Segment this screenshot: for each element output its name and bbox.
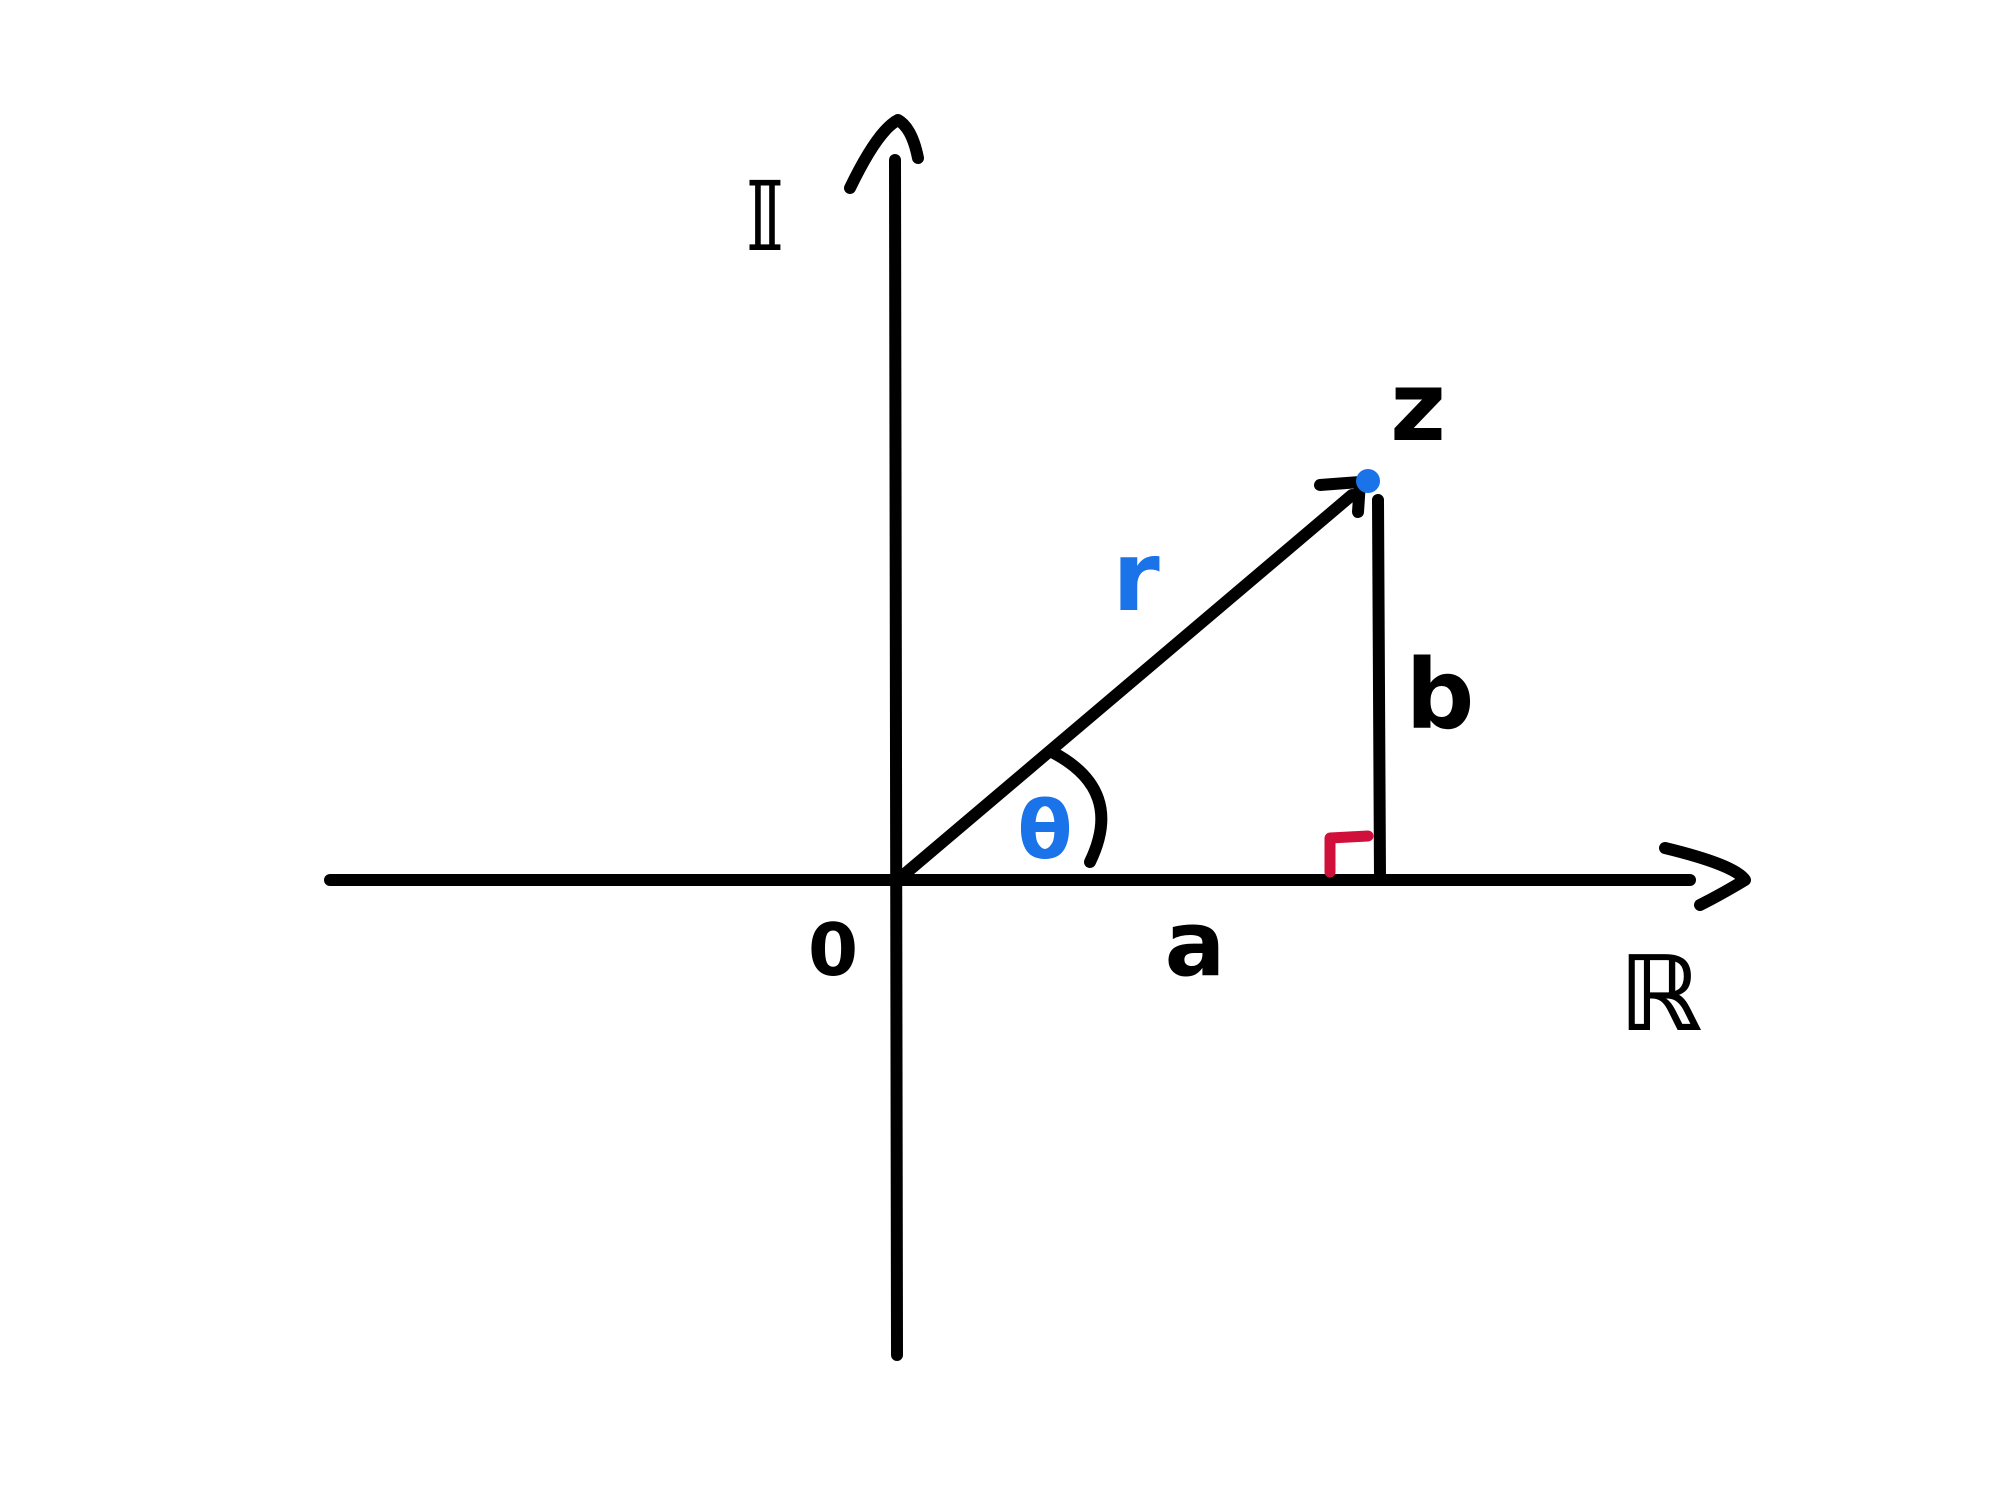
point-z-dot <box>1356 469 1380 493</box>
imaginary-axis <box>844 114 924 1361</box>
angle-arc <box>1046 746 1108 868</box>
imaginary-axis-label: 𝕀 <box>743 161 787 273</box>
horizontal-leg-label: a <box>1165 892 1226 997</box>
angle-label: θ <box>1018 784 1073 877</box>
right-angle-marker <box>1324 830 1374 878</box>
origin-label: 0 <box>808 908 858 992</box>
vertical-leg-label: b <box>1406 639 1475 751</box>
real-axis <box>324 842 1751 911</box>
real-axis-label: ℝ <box>1618 933 1701 1055</box>
real-axis-arrowhead <box>1659 842 1751 911</box>
modulus-label: r <box>1112 521 1160 633</box>
point-z-label: z <box>1390 351 1446 463</box>
vertical-leg <box>1372 494 1386 884</box>
imaginary-axis-arrowhead <box>844 114 924 194</box>
